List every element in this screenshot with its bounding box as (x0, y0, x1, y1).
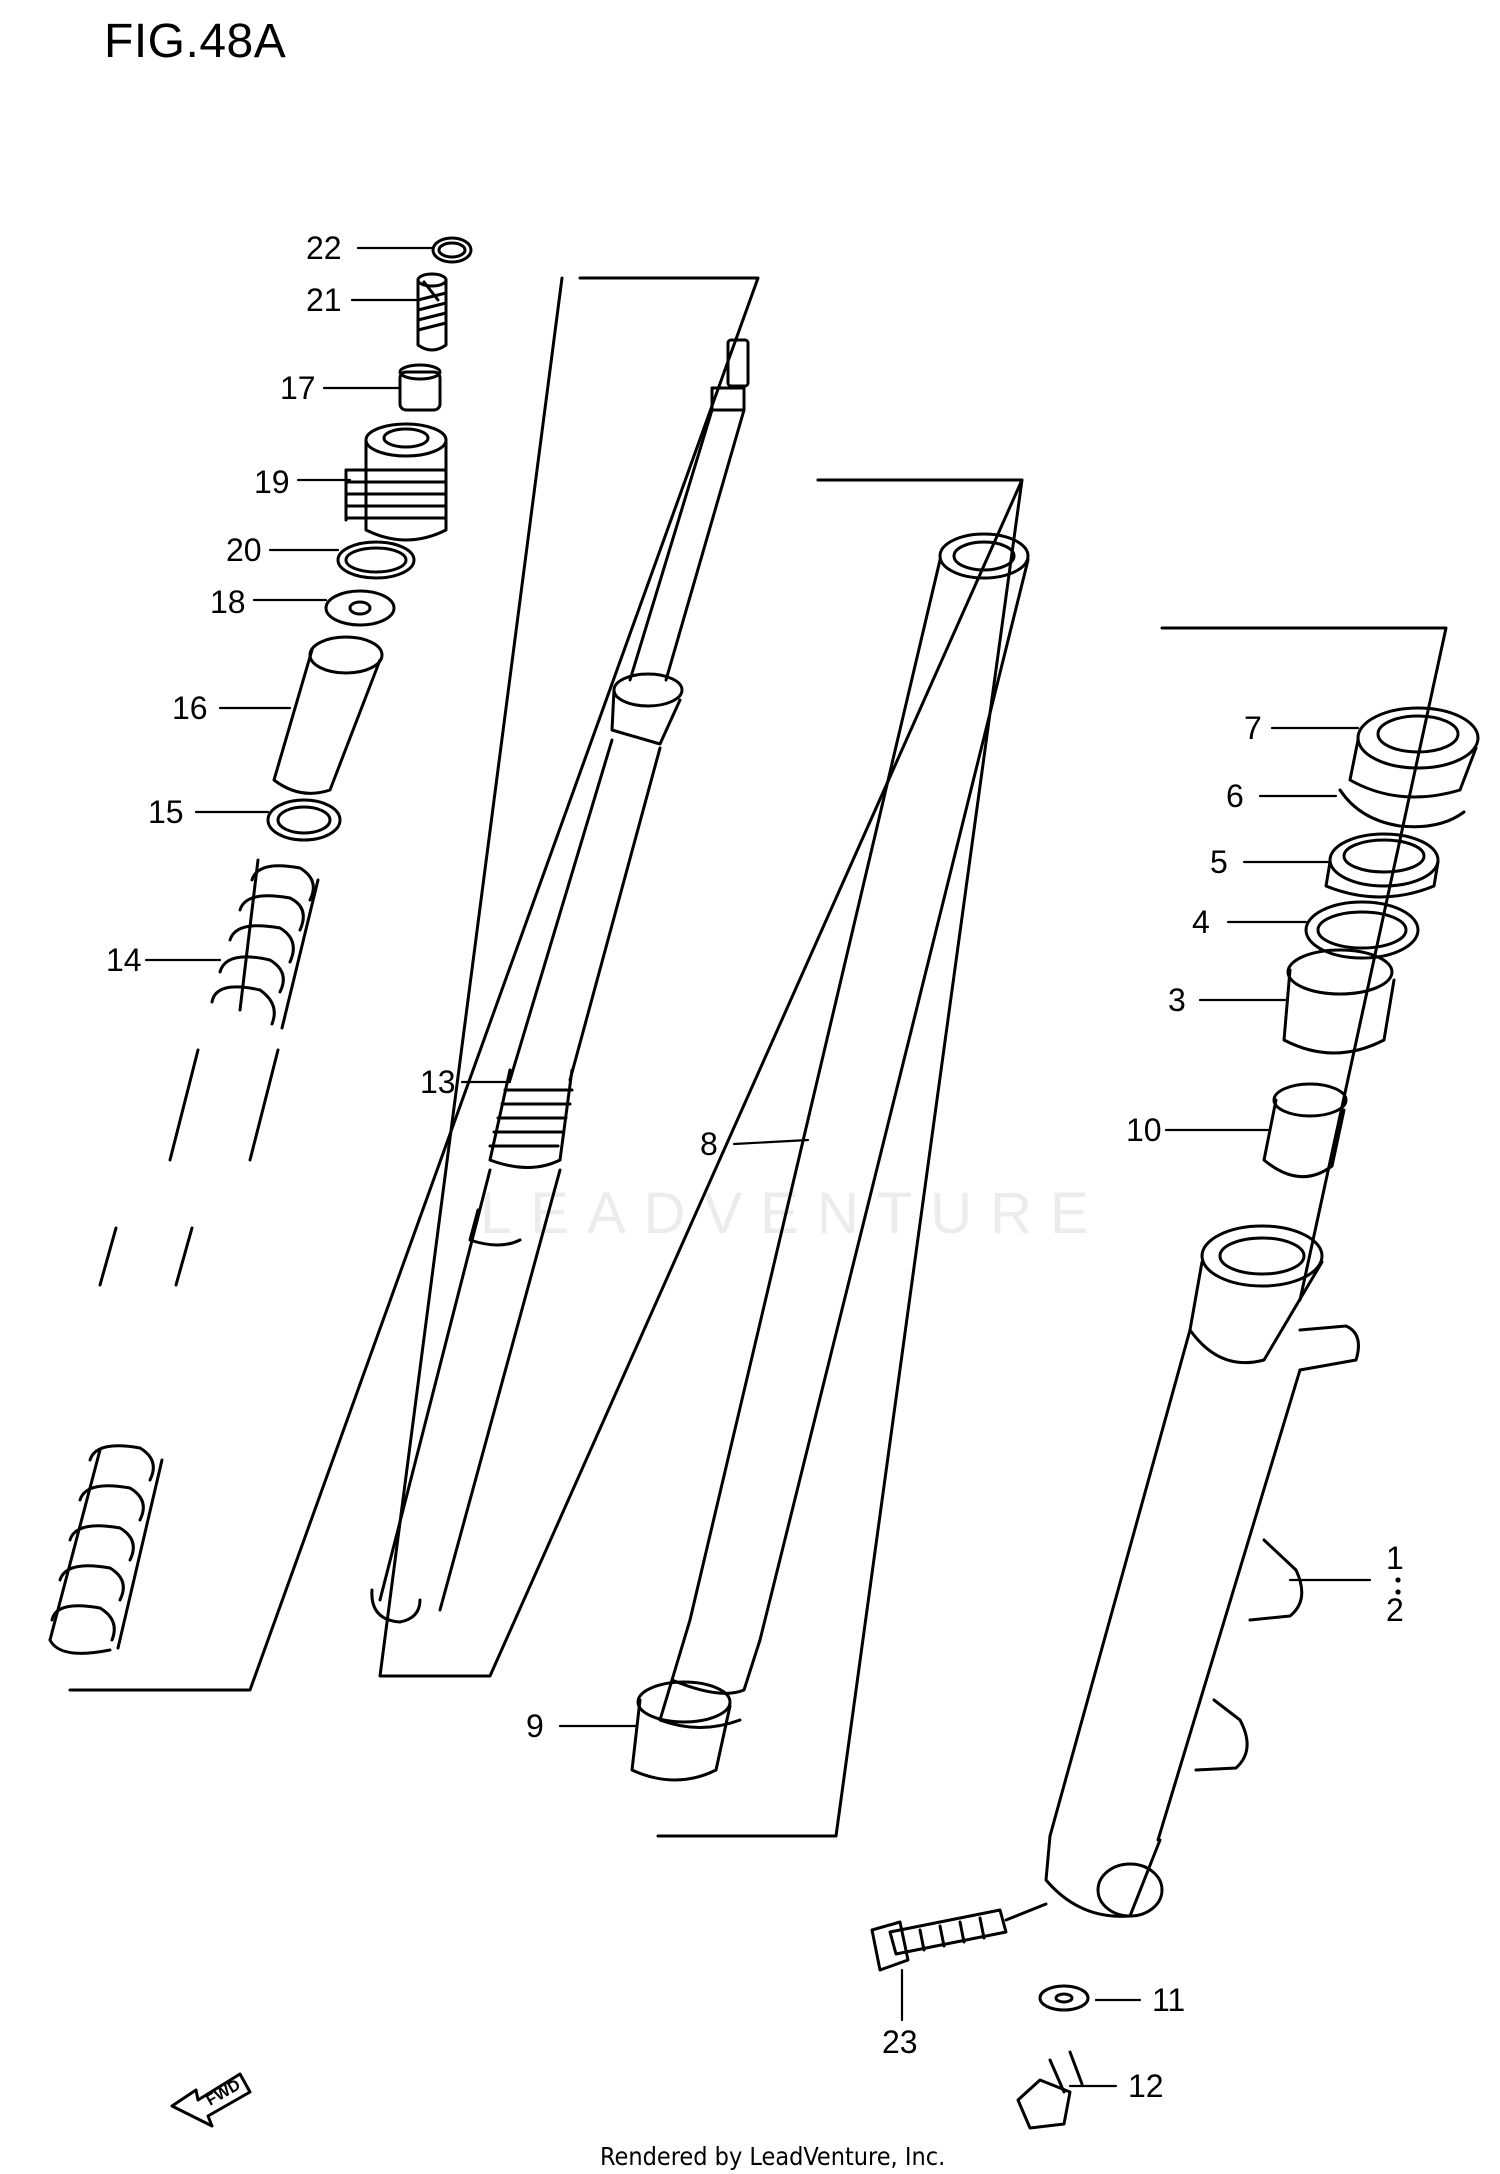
callout-13: 13 (420, 1064, 456, 1100)
axle-bolt-23 (870, 1902, 1048, 1972)
callout-3: 3 (1168, 982, 1186, 1018)
o-ring-22 (431, 236, 473, 264)
callout-22: 22 (306, 230, 342, 266)
spacer-17 (398, 363, 442, 412)
callout-11: 11 (1152, 1982, 1186, 2018)
stopper-ring-6 (1338, 788, 1466, 829)
damper-rod-13 (370, 338, 750, 1624)
callout-19: 19 (254, 464, 290, 500)
inner-tube-outline (656, 478, 1024, 1838)
bushing-9 (630, 1698, 732, 1782)
drain-bolt-12 (1016, 2050, 1084, 2130)
adjuster-bolt-21 (416, 272, 448, 352)
figure-title: FIG.48A (104, 15, 287, 68)
oil-lock-piece-10 (1262, 1082, 1348, 1179)
oil-seal-5 (1324, 832, 1440, 899)
callout-1: 1 (1386, 1540, 1404, 1576)
callout-18: 18 (210, 584, 246, 620)
footer-credit: Rendered by LeadVenture, Inc. (600, 2142, 946, 2171)
callout-23: 23 (882, 2024, 918, 2060)
fwd-label: FWD (204, 2077, 244, 2110)
left-group-outline (68, 276, 760, 1692)
callout-15: 15 (148, 794, 184, 830)
washer-4 (1304, 900, 1420, 960)
washer-11 (1038, 1984, 1090, 2012)
callout-12: 12 (1128, 2068, 1164, 2104)
inner-tube-8 (630, 532, 1030, 1782)
callout-4: 4 (1192, 904, 1210, 940)
cap-bolt-19 (344, 422, 448, 542)
o-ring-20 (336, 540, 416, 580)
callout-16: 16 (172, 690, 208, 726)
spring-14-bottom (48, 1226, 194, 1655)
fwd-arrow-icon: FWD (170, 2072, 252, 2128)
washer-15 (266, 798, 342, 842)
callout-9: 9 (526, 1708, 544, 1744)
callout-7: 7 (1244, 710, 1262, 746)
callout-6: 6 (1226, 778, 1244, 814)
callout-20: 20 (226, 532, 262, 568)
callout-14: 14 (106, 942, 142, 978)
outer-tube-1-2 (1044, 1224, 1360, 1918)
callout-8: 8 (700, 1126, 718, 1162)
callout-10: 10 (1126, 1112, 1162, 1148)
leader-lines (144, 246, 1372, 2088)
bushing-3 (1282, 948, 1396, 1055)
callout-2: 2 (1386, 1592, 1404, 1628)
callout-17: 17 (280, 370, 316, 406)
washer-18 (324, 589, 396, 627)
callout-5: 5 (1210, 844, 1228, 880)
dust-seal-7 (1348, 706, 1480, 799)
callout-21: 21 (306, 282, 342, 318)
spacer-tube-16 (272, 635, 384, 795)
right-group-outline (1160, 626, 1448, 1302)
spring-14-top (168, 858, 320, 1162)
